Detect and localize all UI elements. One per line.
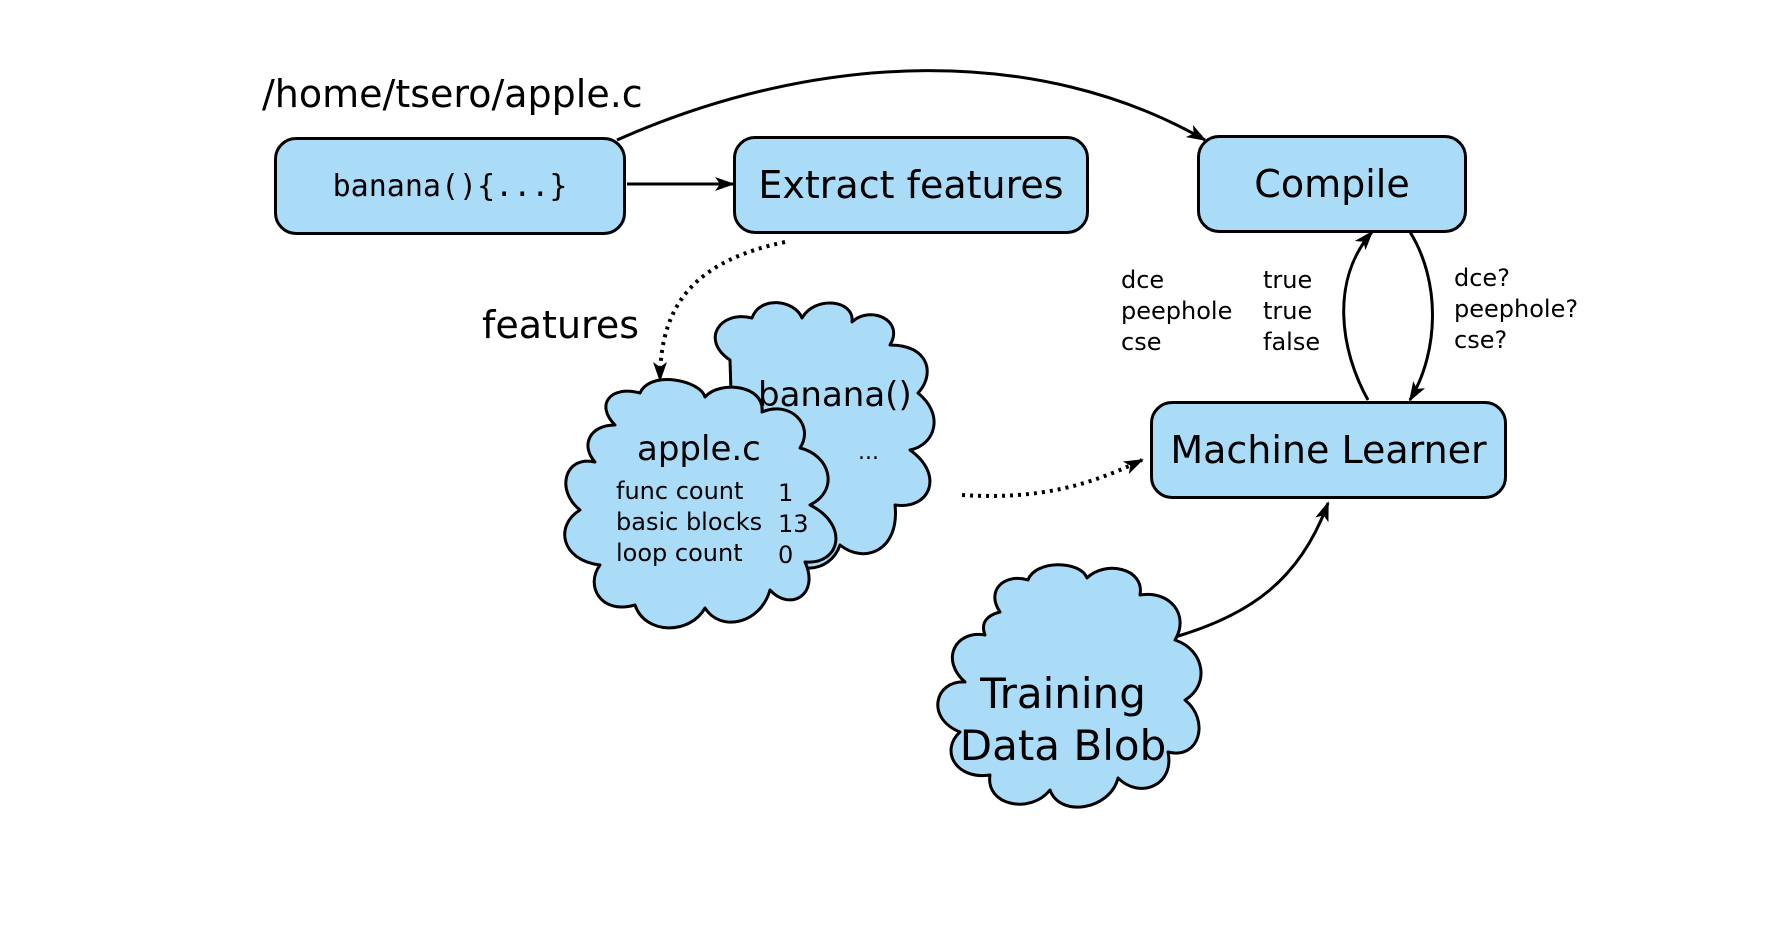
training-line-2: Data Blob <box>959 721 1167 770</box>
flag-query-dce: dce? <box>1454 264 1510 292</box>
flag-value-cse: false <box>1263 328 1321 356</box>
flags-sent-column: dce peephole cse <box>1121 265 1232 358</box>
arrow-extract-to-features-dotted <box>653 240 786 382</box>
flag-sent-dce: dce <box>1121 266 1165 294</box>
flag-value-peephole: true <box>1263 297 1313 325</box>
training-line-1: Training <box>980 669 1146 718</box>
feature-value-func-count: 1 <box>778 479 794 507</box>
flag-query-peephole: peephole? <box>1454 295 1579 323</box>
flag-sent-cse: cse <box>1121 328 1162 356</box>
training-data-label: Training Data Blob <box>938 668 1188 772</box>
arrow-training-to-learner <box>1174 501 1330 639</box>
compile-box: Compile <box>1197 135 1467 233</box>
arrow-compile-to-learner <box>1408 231 1434 402</box>
feature-value-column: 1 13 0 <box>778 478 809 571</box>
arrow-features-to-learner-dotted <box>961 458 1144 498</box>
flag-value-dce: true <box>1263 266 1313 294</box>
extract-features-box: Extract features <box>733 136 1089 234</box>
feature-value-basic-blocks: 13 <box>778 510 809 538</box>
feature-value-loop-count: 0 <box>778 541 794 569</box>
feature-name-basic-blocks: basic blocks <box>616 508 763 536</box>
cloud-training <box>936 563 1203 809</box>
source-path-label: /home/tsero/apple.c <box>262 72 643 116</box>
cloud-function-title: banana() <box>758 375 912 415</box>
arrow-learner-to-compile <box>1342 230 1374 401</box>
arrow-path-to-compile <box>616 69 1207 142</box>
flag-sent-peephole: peephole <box>1121 297 1233 325</box>
cloud-function-ellipsis: ... <box>858 440 879 465</box>
cloud-file <box>563 378 838 630</box>
machine-learner-box: Machine Learner <box>1150 401 1507 499</box>
cloud-file-title: apple.c <box>637 429 761 469</box>
features-label: features <box>482 303 639 347</box>
feature-name-func-count: func count <box>616 477 744 505</box>
flags-values-column: true true false <box>1263 265 1320 358</box>
feature-name-column: func count basic blocks loop count <box>616 476 762 569</box>
flags-queried-column: dce? peephole? cse? <box>1454 263 1578 356</box>
flag-query-cse: cse? <box>1454 326 1508 354</box>
feature-name-loop-count: loop count <box>616 539 743 567</box>
source-function-box: banana(){...} <box>274 137 626 235</box>
